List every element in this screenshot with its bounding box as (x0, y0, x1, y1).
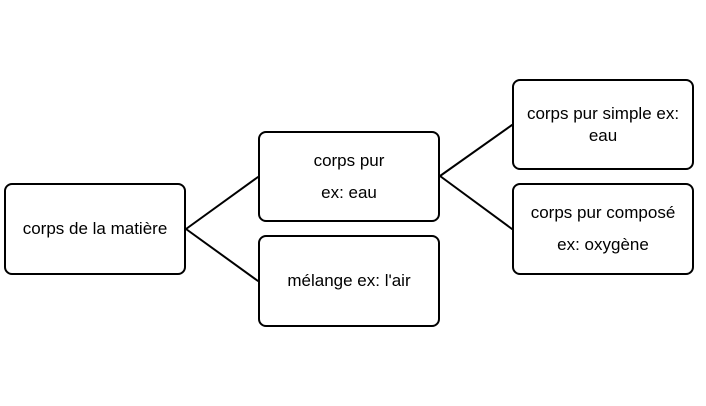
node-corps-pur-simple: corps pur simple ex: eau (512, 79, 694, 170)
node-corps-pur-compose: corps pur composé ex: oxygène (512, 183, 694, 275)
connector-pure-to-simple (439, 124, 513, 177)
node-example: eau (588, 125, 618, 145)
node-label: corps de la matière (22, 219, 168, 238)
node-label: corps pur composé (530, 203, 676, 222)
node-label: corps pur simple ex: (526, 103, 680, 123)
connector-pure-to-compound (439, 175, 513, 230)
node-example: ex: eau (321, 182, 377, 202)
connector-root-to-mixture (185, 228, 259, 282)
node-corps-de-la-matiere: corps de la matière (4, 183, 186, 275)
node-corps-pur: corps pur ex: eau (258, 131, 440, 222)
node-label: mélange ex: l'air (287, 271, 411, 290)
node-label: corps pur (313, 150, 385, 170)
node-melange: mélange ex: l'air (258, 235, 440, 327)
node-example: ex: oxygène (557, 235, 649, 254)
connector-root-to-pure (185, 176, 259, 230)
